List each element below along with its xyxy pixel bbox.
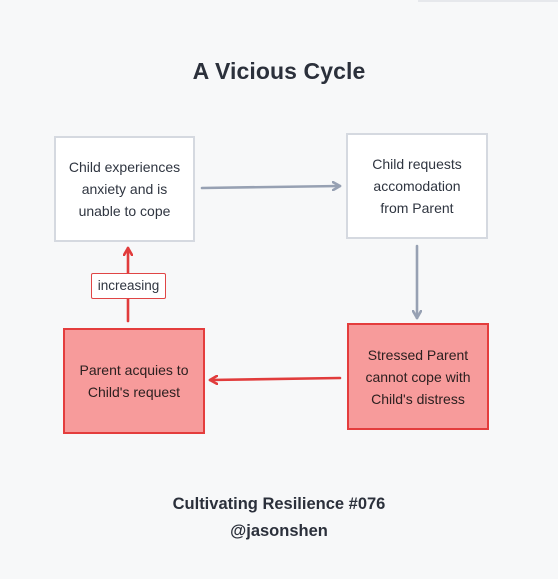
edge-label-increasing: increasing	[91, 273, 166, 299]
node-child-requests-label: Child requests accomodation from Parent	[372, 156, 462, 216]
node-child-anxiety: Child experiences anxiety and is unable …	[54, 136, 195, 242]
node-child-requests: Child requests accomodation from Parent	[346, 133, 488, 239]
node-stressed-parent-label: Stressed Parent cannot cope with Child's…	[365, 346, 471, 407]
arrow-anxiety-to-requests	[200, 186, 342, 188]
arrow-stressed-to-acquies	[208, 378, 342, 380]
node-child-anxiety-label: Child experiences anxiety and is unable …	[68, 159, 181, 219]
top-divider	[418, 0, 558, 2]
node-parent-acquies: Parent acquies to Child's request	[63, 328, 205, 434]
diagram-title: A Vicious Cycle	[192, 58, 366, 84]
footer-handle: @jasonshen	[230, 522, 328, 540]
node-parent-acquies-label: Parent acquies to Child's request	[79, 362, 189, 400]
footer-series: Cultivating Resilience #076	[172, 495, 386, 513]
node-stressed-parent: Stressed Parent cannot cope with Child's…	[347, 323, 489, 430]
